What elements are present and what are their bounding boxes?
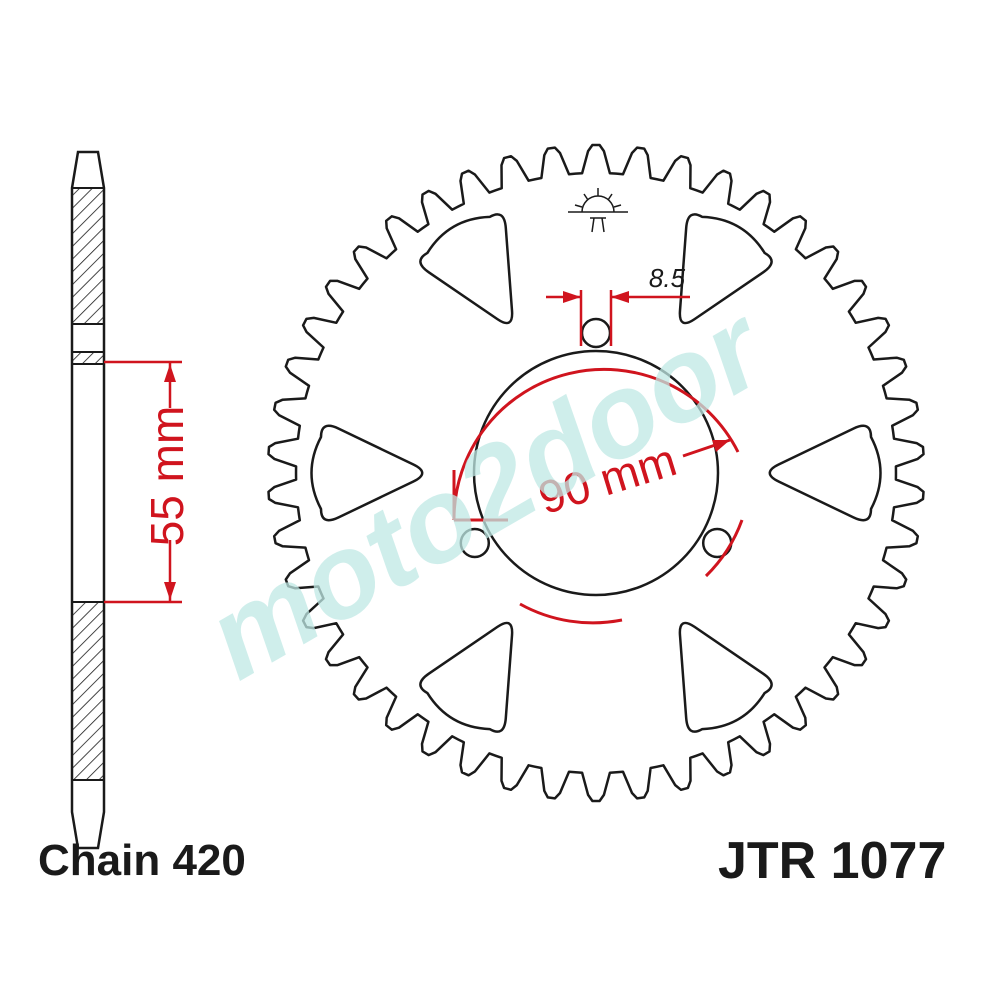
lightening-hole: [678, 621, 773, 733]
brand-logo-mark: [568, 188, 628, 233]
bolt-hole: [580, 317, 612, 349]
lightening-hole: [678, 213, 773, 325]
lightening-hole: [310, 424, 424, 522]
upper-hatched-section: [71, 187, 105, 325]
center-bore: [472, 349, 720, 597]
front-view: 90 mm 8.5: [267, 143, 925, 803]
chain-size-caption: Chain 420: [38, 836, 246, 885]
hub-upper-hatch: [71, 351, 105, 365]
lightening-holes: [310, 213, 882, 733]
side-view: 55 mm: [70, 150, 193, 850]
lightening-hole: [419, 213, 514, 325]
bolt-circle-dimension: [452, 367, 744, 625]
lightening-hole: [419, 621, 514, 733]
lightening-hole: [768, 424, 882, 522]
bolt-hole: [459, 527, 491, 559]
hub-dimension: [104, 360, 182, 604]
bolt-holes: [459, 317, 733, 559]
bolt-hole-dimension: [546, 290, 690, 346]
lower-hatched-section: [71, 601, 105, 781]
bolt-hole-label: 8.5: [649, 263, 686, 293]
part-number-caption: JTR 1077: [718, 832, 947, 890]
hub-dimension-label: 55 mm: [141, 406, 193, 547]
